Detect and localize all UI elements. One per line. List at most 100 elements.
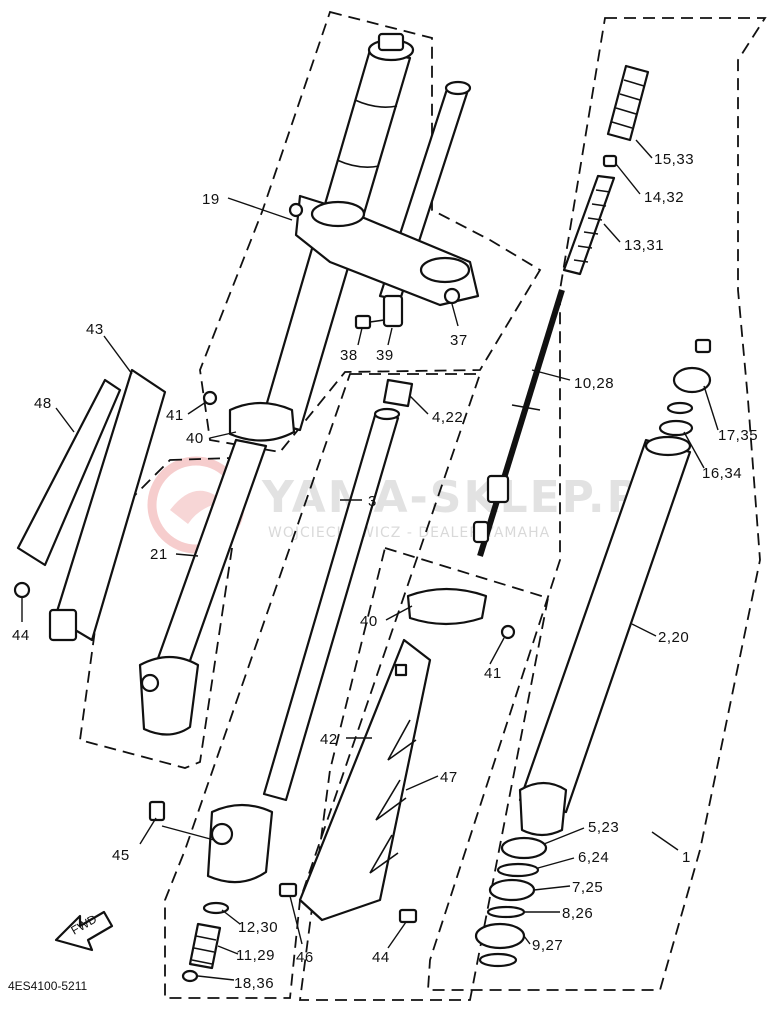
leader-1 xyxy=(651,831,679,851)
callout-40a: 40 xyxy=(186,430,204,447)
callout-37: 37 xyxy=(450,332,468,349)
lower-axle-holder xyxy=(148,800,418,983)
leader-19 xyxy=(227,197,293,221)
cap-bolt xyxy=(658,338,712,437)
inner-tubes xyxy=(138,378,414,802)
callout-48: 48 xyxy=(34,395,52,412)
callout-9-27: 9,27 xyxy=(532,937,563,954)
seal-stack xyxy=(474,836,548,968)
callout-2-20: 2,20 xyxy=(658,629,689,646)
leader-lines xyxy=(21,139,719,981)
rod-collar-1 xyxy=(486,474,510,504)
leader-9-27 xyxy=(523,935,531,945)
leader-41b xyxy=(489,637,505,665)
upper-bracket-clamp-left xyxy=(310,200,366,228)
watermark: YAMA-SKLEP.PL WOJCIECHOWICZ - DEALER YAM… xyxy=(147,456,669,554)
fork-guard-pattern xyxy=(369,719,417,874)
fork-guard xyxy=(298,638,432,922)
plate-bolt-44a xyxy=(13,581,31,599)
callout-44b: 44 xyxy=(372,949,390,966)
callout-41b: 41 xyxy=(484,665,502,682)
seal-7-25 xyxy=(488,878,536,902)
plate-48 xyxy=(16,378,122,567)
washer-6-24 xyxy=(496,862,540,878)
axle-holder-left xyxy=(138,655,200,736)
upper-tube-band xyxy=(354,99,398,108)
callout-4-22: 4,22 xyxy=(432,409,463,426)
leader-12-30 xyxy=(221,909,241,925)
spring-15-33-coils xyxy=(611,79,645,129)
leader-4-22 xyxy=(409,395,429,415)
bolt-38 xyxy=(354,314,372,330)
leader-40b xyxy=(385,605,413,621)
springs xyxy=(562,64,650,276)
cap-bolt-screw xyxy=(694,338,712,354)
leader-45 xyxy=(139,817,157,845)
callout-41a: 41 xyxy=(166,407,184,424)
spring-11-29-coils xyxy=(191,935,217,965)
callout-3: 3 xyxy=(368,493,377,510)
callout-43: 43 xyxy=(86,321,104,338)
bushing-5-23 xyxy=(500,836,548,860)
callout-11-29: 11,29 xyxy=(236,947,275,964)
leader-17-35 xyxy=(703,385,719,431)
callout-12-30: 12,30 xyxy=(238,919,278,936)
bolt-37 xyxy=(443,287,461,305)
stem-top xyxy=(444,80,472,96)
leader-21 xyxy=(175,553,199,557)
watermark-logo-mark xyxy=(170,490,224,524)
callout-5-23: 5,23 xyxy=(588,819,619,836)
bracket-39 xyxy=(382,294,404,328)
dust-seal-ring xyxy=(478,952,518,968)
lower-clamp-upper xyxy=(228,401,296,442)
leader-6-24 xyxy=(537,857,575,869)
callout-44a: 44 xyxy=(12,627,30,644)
leader-16-34 xyxy=(683,431,705,469)
leader-37 xyxy=(451,303,459,327)
clip-8-26 xyxy=(486,905,526,919)
upper-bracket-clamp-right xyxy=(419,256,471,284)
callout-13-31: 13,31 xyxy=(624,237,664,254)
damper-rod-10-28 xyxy=(477,289,565,557)
clamp-bolt-41a xyxy=(202,390,218,406)
fork-guard-42 xyxy=(298,638,432,922)
leader-14-32 xyxy=(615,163,641,195)
spacer-14-32 xyxy=(602,154,618,168)
group-outline-lower-left xyxy=(164,373,482,999)
bolt-44b xyxy=(398,908,418,924)
leader-39 xyxy=(387,327,393,346)
leader-38 xyxy=(357,327,363,346)
leader-40a xyxy=(209,431,237,439)
leader-10-28 xyxy=(531,369,571,381)
callout-19: 19 xyxy=(202,191,220,208)
callout-16-34: 16,34 xyxy=(702,465,742,482)
plate-bracket xyxy=(48,608,78,642)
callout-17-35: 17,35 xyxy=(718,427,758,444)
cap-bolt-17-35 xyxy=(672,366,712,394)
bolt-38-shank xyxy=(369,319,385,323)
fork-guard-tab xyxy=(394,663,408,677)
o-ring-16-34 xyxy=(658,419,694,437)
callout-10-28: 10,28 xyxy=(574,375,614,392)
callout-1: 1 xyxy=(682,849,691,866)
leader-18-36 xyxy=(197,975,235,981)
spring-13-31 xyxy=(562,174,616,276)
leader-43 xyxy=(103,335,133,375)
o-ring-upper xyxy=(666,401,694,415)
rod-spring-seat xyxy=(511,404,541,411)
upper-bracket xyxy=(288,194,480,307)
upper-tube-cap-nut xyxy=(377,32,405,52)
collar-4-22 xyxy=(382,378,414,408)
group-outline-right-tube xyxy=(427,17,767,991)
outer-tube-21 xyxy=(154,438,268,674)
leader-44b xyxy=(387,921,407,949)
spring-13-31-coils xyxy=(573,189,611,263)
leader-46 xyxy=(289,895,303,945)
callout-6-24: 6,24 xyxy=(578,849,609,866)
number-plate xyxy=(13,368,167,642)
watermark-subtitle: WOJCIECHOWICZ - DEALER YAMAHA xyxy=(268,525,550,541)
rod-collar-2 xyxy=(472,520,490,544)
plate-43 xyxy=(53,368,167,642)
